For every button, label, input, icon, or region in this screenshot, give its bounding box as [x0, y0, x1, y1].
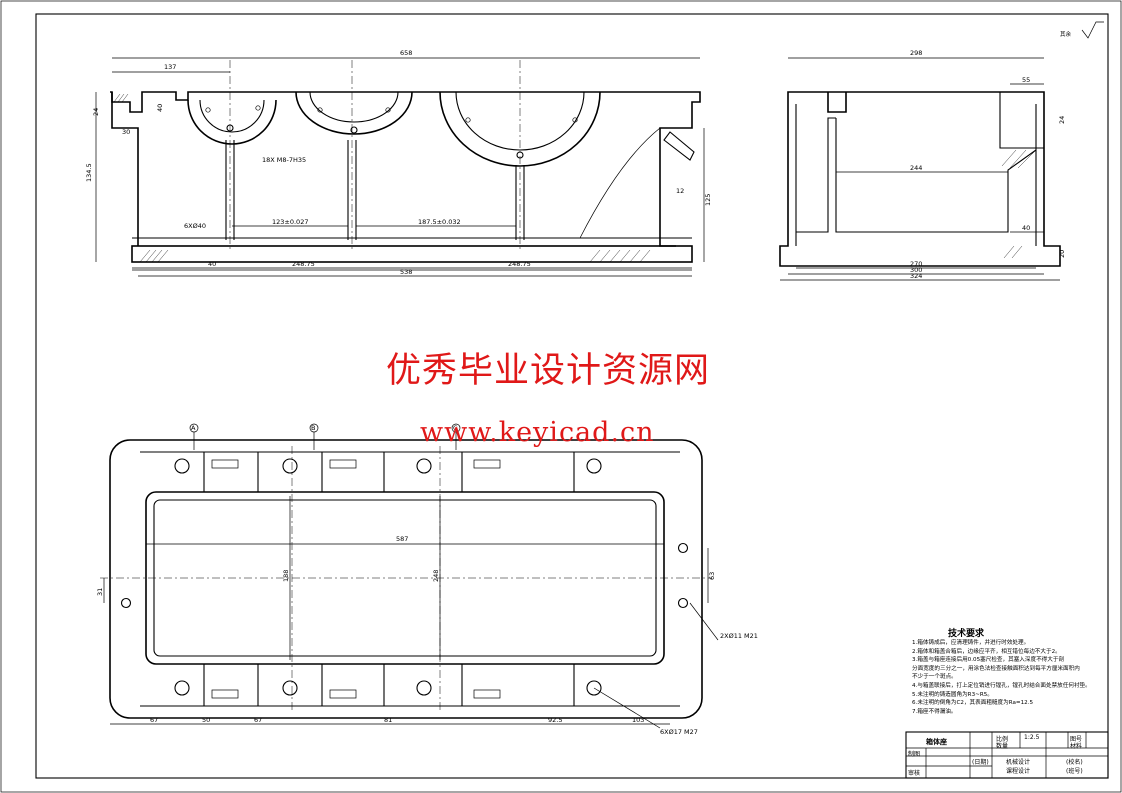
tech-item: 2.箱体和箱盖合箱后，边缘应平齐，相互错位每边不大于2。: [912, 648, 1061, 655]
dim-top-width: 298: [910, 49, 922, 57]
dim-seat-left: 123±0.027: [272, 218, 308, 226]
dim-span-right: 248.75: [508, 260, 531, 268]
title-drawn-label: 制图: [908, 751, 921, 758]
tech-item: 不少于一个斑点。: [912, 674, 957, 681]
section-b: B: [311, 424, 315, 432]
dim-bottom-92: 92.5: [548, 716, 562, 724]
dim-inner-length: 587: [396, 535, 408, 543]
dim-span-left: 248.75: [292, 260, 315, 268]
dim-inner-width: 244: [910, 164, 922, 172]
top-view: [100, 423, 719, 729]
title-sheet-label: 图号: [1070, 736, 1083, 743]
watermark-url: www.keyicad.cn: [420, 417, 655, 448]
dim-side-base-40: 40: [1022, 224, 1030, 232]
title-part-name: 箱体座: [926, 738, 947, 746]
title-course-2: 课程设计: [1006, 768, 1031, 775]
dim-base-width-b: 300: [910, 266, 922, 274]
title-scale-value: 1:2.5: [1024, 734, 1040, 741]
inner-frame: [35, 13, 1109, 779]
dim-bottom-81: 81: [384, 716, 392, 724]
dim-bottom-50: 50: [202, 716, 210, 724]
dim-base-40: 40: [208, 260, 216, 268]
dim-hole-callout: 6XØ40: [184, 222, 206, 230]
title-material-label: 材料: [1070, 743, 1083, 750]
surface-finish-note: 其余: [1060, 30, 1072, 38]
dim-right-63: 63: [708, 572, 716, 580]
tech-item: 4.与箱盖联接后，打上定位销进行镗孔，镗孔时结合面处禁放任何衬垫。: [912, 682, 1091, 689]
tech-item: 分面宽度的三分之一，用涂色法检查接触面积达到每平方厘米面积内: [912, 665, 1080, 672]
title-qty-label: 数量: [996, 743, 1009, 750]
title-check-label: 审核: [908, 770, 921, 777]
tech-item: 6.未注明的倒角为C2，其表面粗糙度为Ra=12.5: [912, 700, 1034, 707]
dim-base-width-a: 270: [910, 260, 922, 268]
tech-requirements-title: 技术要求: [948, 629, 985, 639]
callout-right: 2XØ11 M21: [720, 632, 758, 640]
side-view: [779, 57, 1061, 281]
dim-left-offset: 137: [164, 63, 176, 71]
title-scale-label: 比例: [996, 736, 1009, 743]
dim-bottom-103: 103: [632, 716, 644, 724]
bolt-callout: 18X M8-7H35: [262, 156, 306, 164]
dim-left-30: 30: [122, 128, 130, 136]
dim-small-12: 12: [676, 187, 684, 195]
dim-left-40: 40: [156, 104, 164, 112]
dim-overall-height: 134.5: [85, 163, 93, 182]
dim-base-length: 538: [400, 268, 412, 276]
front-view: [95, 57, 705, 277]
dim-left-31: 31: [96, 588, 104, 596]
dim-right-step: 55: [1022, 76, 1030, 84]
tech-requirements-list: 1.箱体铸成后，应清理铸件，并进行时效处理。 2.箱体和箱盖合箱后，边缘应平齐，…: [912, 639, 1108, 716]
dim-bottom-67b: 67: [254, 716, 262, 724]
tech-item: 1.箱体铸成后，应清理铸件，并进行时效处理。: [912, 640, 1030, 646]
dim-inner-height: 188: [282, 570, 290, 582]
dim-overall-length: 658: [400, 49, 412, 57]
dim-seat-right: 187.5±0.032: [418, 218, 461, 226]
tech-item: 7.箱座不得漏油。: [912, 708, 957, 715]
tech-item: 5.未注明的铸造圆角为R3~R5。: [912, 691, 993, 698]
title-course-1: 机械设计: [1006, 759, 1031, 766]
dim-right-height: 125: [704, 194, 712, 206]
section-a: A: [191, 424, 196, 432]
dim-center-248: 248: [432, 570, 440, 582]
dim-left-24: 24: [92, 108, 100, 116]
title-date-label: (日期): [972, 759, 989, 766]
watermark-chinese: 优秀毕业设计资源网: [386, 351, 711, 391]
dim-right-20: 20: [1058, 250, 1066, 258]
dim-bottom-67a: 67: [150, 716, 158, 724]
title-class-label: (班号): [1066, 768, 1083, 775]
section-c: C: [453, 424, 458, 432]
dim-right-24: 24: [1058, 116, 1066, 124]
title-school-label: (校名): [1066, 759, 1083, 766]
callout-bottom: 6XØ17 M27: [660, 728, 698, 736]
title-block-lines: [905, 731, 1109, 779]
tech-item: 3.箱盖与箱座连接后用0.05塞尺检查，其塞入深度不得大于剖: [912, 657, 1065, 664]
dim-base-width-c: 324: [910, 272, 922, 280]
